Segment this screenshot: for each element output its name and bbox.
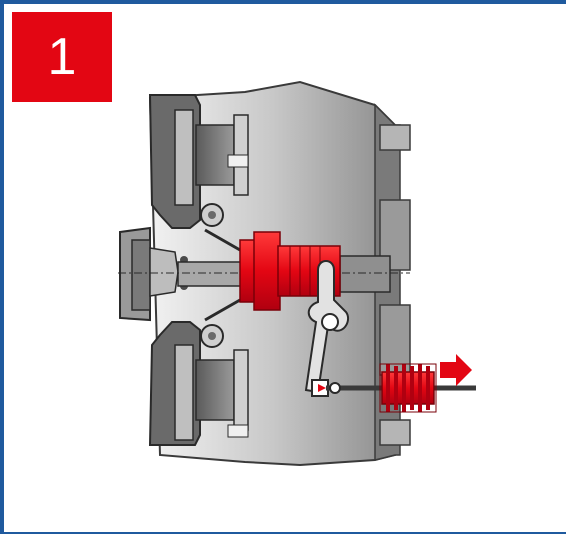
step-number-badge: 1 [12,12,112,102]
push-direction-arrow [440,354,472,386]
actuator-bellows [379,363,437,413]
release-fork [304,260,350,397]
release-bearing [239,231,341,311]
actuator [326,363,476,413]
fork-contact-arrow [318,384,326,392]
flywheel-and-pressure-plate [148,94,249,446]
